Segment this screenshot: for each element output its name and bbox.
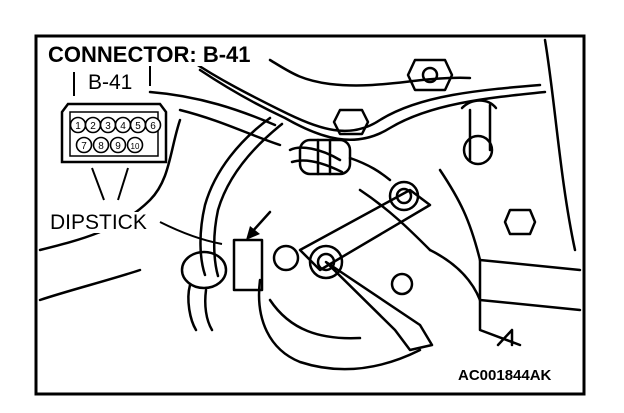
connector-pin-number: 4 bbox=[120, 121, 126, 132]
connector-label: B-41 bbox=[86, 71, 135, 94]
connector-pin bbox=[92, 136, 110, 154]
connector-pin-number: 8 bbox=[98, 141, 104, 152]
connector-pin-number: 6 bbox=[150, 121, 156, 132]
connector-pin bbox=[75, 136, 93, 154]
dipstick-label: DIPSTICK bbox=[48, 211, 149, 234]
connector-pin bbox=[109, 136, 127, 154]
connector-pin bbox=[126, 136, 144, 154]
figure-code: AC001844AK bbox=[456, 367, 554, 384]
connector-pin-number: 7 bbox=[81, 141, 87, 152]
arrow-head bbox=[246, 226, 260, 240]
connector-pin-number: 9 bbox=[115, 141, 121, 152]
connector-pin-number: 3 bbox=[105, 121, 111, 132]
connector-title: CONNECTOR: B-41 bbox=[46, 42, 253, 67]
connector-pin-number: 10 bbox=[131, 142, 140, 151]
leader-lines bbox=[73, 66, 223, 245]
engine-linework bbox=[38, 38, 582, 371]
connector-pin-number: 2 bbox=[90, 121, 96, 132]
connector-pin-number: 5 bbox=[135, 121, 141, 132]
connector-pin-number: 1 bbox=[75, 121, 81, 132]
connector-pin bbox=[144, 116, 162, 134]
